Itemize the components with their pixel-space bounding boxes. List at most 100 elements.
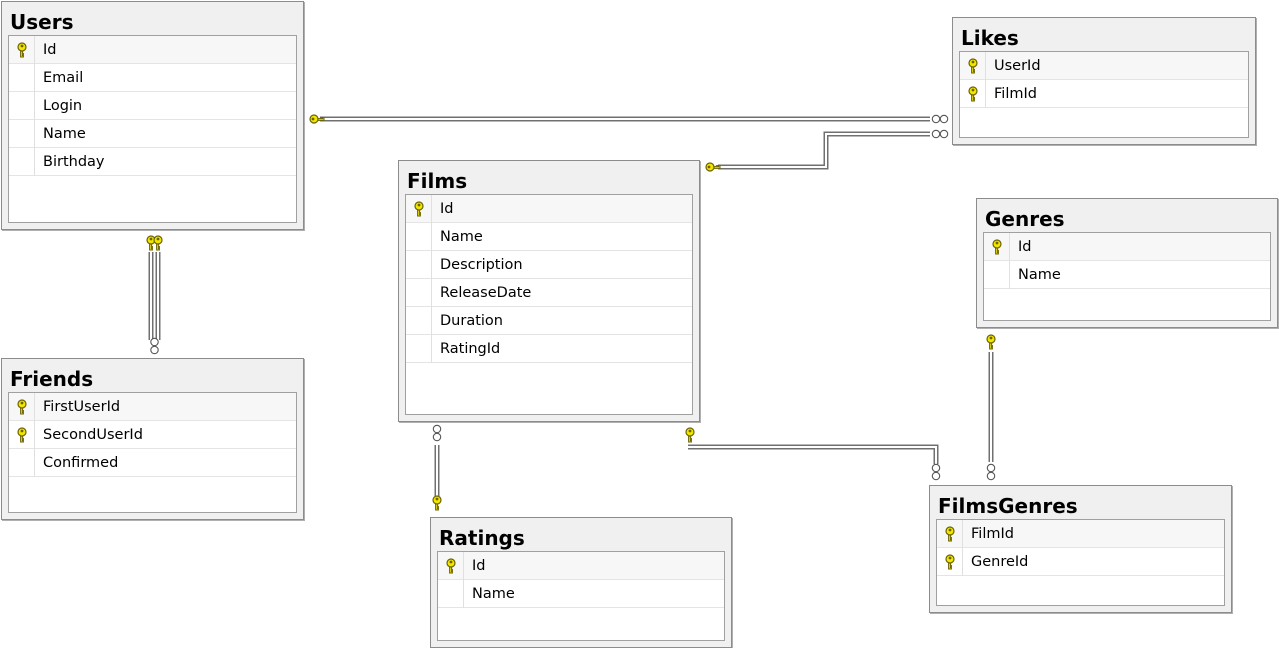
key-icon	[14, 427, 30, 443]
column-row[interactable]: RatingId	[406, 335, 692, 363]
column-row[interactable]: Name	[984, 261, 1270, 289]
table-title: Ratings	[439, 526, 525, 550]
column-name: Id	[472, 558, 486, 574]
column-name: Birthday	[43, 154, 105, 170]
row-selector[interactable]	[960, 80, 986, 108]
column-row[interactable]: FirstUserId	[9, 393, 296, 421]
column-name: ReleaseDate	[440, 285, 532, 301]
column-name: Id	[43, 42, 57, 58]
many-end-icon	[150, 337, 159, 355]
row-selector[interactable]	[960, 52, 986, 80]
column-row[interactable]: Id	[406, 195, 692, 223]
row-selector[interactable]	[984, 261, 1010, 289]
column-name: Confirmed	[43, 455, 119, 471]
key-icon	[443, 558, 459, 574]
column-row[interactable]: Birthday	[9, 148, 296, 176]
column-row[interactable]: UserId	[960, 52, 1248, 80]
column-name: Login	[43, 98, 83, 114]
column-row[interactable]: Name	[438, 580, 724, 608]
row-selector[interactable]	[9, 36, 35, 64]
row-selector[interactable]	[984, 233, 1010, 261]
column-name: FirstUserId	[43, 399, 121, 415]
column-row[interactable]: Id	[438, 552, 724, 580]
row-selector[interactable]	[406, 223, 432, 251]
key-icon	[14, 42, 30, 58]
key-icon	[965, 58, 981, 74]
column-name: Name	[472, 586, 515, 602]
column-name: Description	[440, 257, 523, 273]
table-title: Friends	[10, 367, 94, 391]
column-name: FilmId	[994, 86, 1037, 102]
many-end-icon	[931, 129, 949, 139]
row-selector[interactable]	[406, 335, 432, 363]
row-selector[interactable]	[9, 148, 35, 176]
table-title: Likes	[961, 26, 1019, 50]
row-selector[interactable]	[438, 552, 464, 580]
column-row[interactable]: Login	[9, 92, 296, 120]
many-end-icon	[931, 114, 949, 124]
row-selector[interactable]	[406, 307, 432, 335]
key-icon	[14, 399, 30, 415]
row-selector[interactable]	[406, 195, 432, 223]
one-end-key-icon	[432, 495, 442, 511]
column-row[interactable]: Id	[984, 233, 1270, 261]
column-name: FilmId	[971, 526, 1014, 542]
row-selector[interactable]	[9, 393, 35, 421]
row-selector[interactable]	[406, 251, 432, 279]
column-row[interactable]: FilmId	[960, 80, 1248, 108]
many-end-icon	[986, 463, 996, 481]
column-row[interactable]: Id	[9, 36, 296, 64]
column-row[interactable]: GenreId	[937, 548, 1224, 576]
row-selector[interactable]	[9, 92, 35, 120]
key-icon	[942, 526, 958, 542]
column-name: GenreId	[971, 554, 1029, 570]
key-icon	[989, 239, 1005, 255]
column-row[interactable]: FilmId	[937, 520, 1224, 548]
column-row[interactable]: Description	[406, 251, 692, 279]
row-selector[interactable]	[937, 520, 963, 548]
row-selector[interactable]	[9, 449, 35, 477]
many-end-icon	[931, 463, 941, 481]
one-end-key-icon	[986, 334, 996, 350]
column-name: UserId	[994, 58, 1041, 74]
column-row[interactable]: SecondUserId	[9, 421, 296, 449]
column-row[interactable]: Confirmed	[9, 449, 296, 477]
column-name: RatingId	[440, 341, 501, 357]
row-selector[interactable]	[937, 548, 963, 576]
key-icon	[965, 86, 981, 102]
row-selector[interactable]	[438, 580, 464, 608]
key-icon	[942, 554, 958, 570]
row-selector[interactable]	[406, 279, 432, 307]
column-row[interactable]: Email	[9, 64, 296, 92]
link-films-likes	[718, 131, 930, 170]
row-selector[interactable]	[9, 421, 35, 449]
row-selector[interactable]	[9, 120, 35, 148]
column-name: Id	[1018, 239, 1032, 255]
column-row[interactable]: Name	[9, 120, 296, 148]
one-end-key-icon	[685, 427, 695, 443]
column-name: Id	[440, 201, 454, 217]
column-name: Name	[440, 229, 483, 245]
table-title: FilmsGenres	[938, 494, 1078, 518]
one-end-key-icon	[153, 235, 163, 251]
column-row[interactable]: Name	[406, 223, 692, 251]
column-name: Duration	[440, 313, 503, 329]
column-row[interactable]: ReleaseDate	[406, 279, 692, 307]
column-row[interactable]: Duration	[406, 307, 692, 335]
row-selector[interactable]	[9, 64, 35, 92]
column-name: SecondUserId	[43, 427, 143, 443]
